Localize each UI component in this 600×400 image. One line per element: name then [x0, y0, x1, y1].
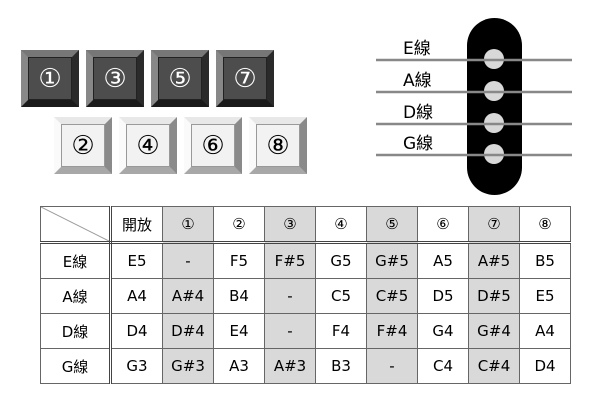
note-cell: B4: [213, 278, 265, 314]
note-cell: -: [264, 278, 316, 314]
string-label: G線: [403, 134, 433, 154]
note-cell: G#4: [468, 313, 520, 349]
note-cell: E5: [519, 278, 571, 314]
note-cell: C4: [417, 348, 469, 384]
column-header: 開放: [110, 206, 163, 244]
note-cell: D#5: [468, 278, 520, 314]
key-label: ④: [126, 124, 170, 167]
note-cell: F#4: [366, 313, 418, 349]
key-light-8[interactable]: ⑧: [249, 117, 307, 174]
column-header: ③: [264, 206, 316, 244]
note-cell: B3: [315, 348, 367, 384]
note-cell: -: [162, 242, 214, 279]
note-cell: A3: [213, 348, 265, 384]
pickup-body: [467, 18, 522, 195]
key-dark-7[interactable]: ⑦: [216, 50, 274, 107]
column-header: ⑤: [366, 206, 418, 244]
row-label: E線: [40, 242, 112, 279]
row-label: A線: [40, 278, 112, 314]
row-label: G線: [40, 348, 112, 384]
note-cell: E5: [110, 242, 163, 279]
note-cell: C5: [315, 278, 367, 314]
note-cell: F4: [315, 313, 367, 349]
note-cell: A#5: [468, 242, 520, 279]
note-cell: G#3: [162, 348, 214, 384]
diagonal-line: [41, 207, 109, 241]
key-label: ③: [93, 57, 137, 100]
note-cell: G4: [417, 313, 469, 349]
note-cell: F5: [213, 242, 265, 279]
key-label: ⑦: [223, 57, 267, 100]
note-cell: G#5: [366, 242, 418, 279]
note-cell: A4: [110, 278, 163, 314]
note-cell: A#3: [264, 348, 316, 384]
key-light-6[interactable]: ⑥: [184, 117, 242, 174]
key-label: ⑥: [191, 124, 235, 167]
note-cell: C#4: [468, 348, 520, 384]
key-label: ②: [61, 124, 105, 167]
key-label: ⑤: [158, 57, 202, 100]
string-label: D線: [403, 103, 433, 123]
key-label: ①: [28, 57, 72, 100]
key-dark-3[interactable]: ③: [86, 50, 144, 107]
note-cell: D#4: [162, 313, 214, 349]
column-header: ①: [162, 206, 214, 244]
key-light-4[interactable]: ④: [119, 117, 177, 174]
key-light-2[interactable]: ②: [54, 117, 112, 174]
note-cell: D5: [417, 278, 469, 314]
note-cell: -: [264, 313, 316, 349]
key-label: ⑧: [256, 124, 300, 167]
note-cell: C#5: [366, 278, 418, 314]
row-label: D線: [40, 313, 112, 349]
note-cell: B5: [519, 242, 571, 279]
note-cell: D4: [110, 313, 163, 349]
column-header: ⑧: [519, 206, 571, 244]
note-cell: A#4: [162, 278, 214, 314]
note-cell: E4: [213, 313, 265, 349]
note-cell: F#5: [264, 242, 316, 279]
column-header: ⑦: [468, 206, 520, 244]
key-dark-5[interactable]: ⑤: [151, 50, 209, 107]
column-header: ②: [213, 206, 265, 244]
note-cell: A4: [519, 313, 571, 349]
pickup-diagram: E線 A線 D線 G線: [376, 18, 572, 195]
note-cell: G5: [315, 242, 367, 279]
note-cell: D4: [519, 348, 571, 384]
corner-cell: [40, 206, 112, 244]
note-cell: -: [366, 348, 418, 384]
string-label: A線: [403, 71, 432, 91]
string-label: E線: [403, 39, 431, 59]
note-cell: A5: [417, 242, 469, 279]
column-header: ④: [315, 206, 367, 244]
note-cell: G3: [110, 348, 163, 384]
column-header: ⑥: [417, 206, 469, 244]
key-dark-1[interactable]: ①: [21, 50, 79, 107]
